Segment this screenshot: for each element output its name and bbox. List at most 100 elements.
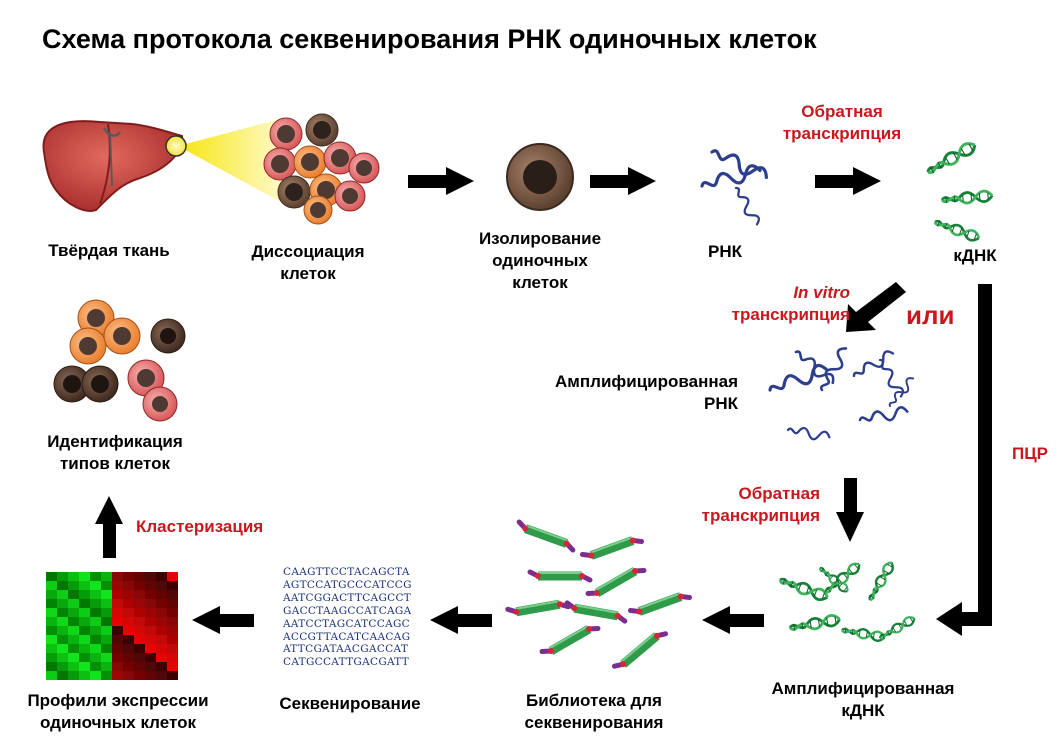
heatmap-cell (112, 644, 123, 653)
heatmap-cell (134, 617, 145, 626)
heatmap-cell (145, 572, 156, 581)
single-cell-icon (506, 143, 574, 211)
heatmap-cell (68, 662, 79, 671)
dissociated-cells-cluster (263, 113, 380, 225)
heatmap-cell (68, 608, 79, 617)
heatmap-cell (79, 635, 90, 644)
heatmap-cell (90, 572, 101, 581)
heatmap-cell (79, 644, 90, 653)
heatmap-cell (101, 653, 112, 662)
heatmap-cell (123, 635, 134, 644)
heatmap-cell (145, 671, 156, 680)
heatmap-cell (57, 644, 68, 653)
heatmap-cell (46, 662, 57, 671)
heatmap-cell (101, 608, 112, 617)
heatmap-cell (112, 599, 123, 608)
heatmap-cell (79, 626, 90, 635)
heatmap-cell (57, 626, 68, 635)
rna-strands-icon (698, 144, 771, 228)
heatmap-cell (134, 608, 145, 617)
heatmap-cell (112, 572, 123, 581)
heatmap-cell (57, 635, 68, 644)
heatmap-cell (167, 608, 178, 617)
heatmap-cell (134, 590, 145, 599)
heatmap-cell (101, 671, 112, 680)
heatmap-cell (156, 590, 167, 599)
heatmap-cell (134, 572, 145, 581)
heatmap-cell (90, 662, 101, 671)
heatmap-cell (57, 671, 68, 680)
heatmap-cell (123, 662, 134, 671)
sequence-reads-block: CAAGTTCCTACAGCTA AGTCCATGCCCATCCG AATCGG… (283, 566, 412, 669)
heatmap-cell (101, 626, 112, 635)
heatmap-cell (101, 617, 112, 626)
arrow-dissociation-to-isolation (408, 167, 474, 195)
heatmap-cell (167, 590, 178, 599)
label-clustering: Кластеризация (136, 517, 264, 536)
heatmap-cell (90, 608, 101, 617)
heatmap-cell (167, 572, 178, 581)
sequence-line: AATCCTAGCATCCAGC (283, 617, 410, 630)
sequence-line: AGTCCATGCCCATCCG (283, 578, 412, 591)
amplified-rna-strands-icon (766, 344, 918, 444)
heatmap-cell (145, 581, 156, 590)
heatmap-cell (46, 590, 57, 599)
heatmap-cell (134, 626, 145, 635)
label-solid-tissue: Твёрдая ткань (48, 241, 170, 260)
heatmap-cell (123, 617, 134, 626)
page-title: Схема протокола секвенирования РНК одино… (42, 24, 817, 54)
arrows (95, 167, 992, 636)
heatmap-cell (101, 599, 112, 608)
heatmap-cell (79, 653, 90, 662)
heatmap-cell (101, 644, 112, 653)
heatmap-cell (57, 608, 68, 617)
heatmap-cell (57, 653, 68, 662)
heatmap-cell (90, 671, 101, 680)
heatmap-cell (145, 626, 156, 635)
heatmap-cell (79, 671, 90, 680)
heatmap-cell (156, 572, 167, 581)
heatmap-cell (167, 644, 178, 653)
sequence-line: AATCGGACTTCAGCCT (283, 591, 412, 604)
heatmap-cell (90, 581, 101, 590)
heatmap-cell (112, 662, 123, 671)
heatmap-cell (112, 581, 123, 590)
heatmap-cell (167, 635, 178, 644)
heatmap-cell (68, 581, 79, 590)
heatmap-cell (145, 617, 156, 626)
arrow-cdna-to-amplified-rna (846, 282, 906, 332)
heatmap-cell (156, 608, 167, 617)
magnifier-beam (165, 118, 292, 208)
heatmap-cell (79, 608, 90, 617)
sequence-line: ATTCGATAACGACCAT (283, 643, 409, 656)
heatmap-cell (123, 653, 134, 662)
heatmap-cell (101, 581, 112, 590)
heatmap-cell (101, 635, 112, 644)
heatmap-cell (79, 581, 90, 590)
heatmap-cell (134, 599, 145, 608)
heatmap-cell (145, 662, 156, 671)
heatmap-cell (90, 635, 101, 644)
heatmap-cell (145, 599, 156, 608)
heatmap-cell (68, 635, 79, 644)
heatmap-cell (46, 599, 57, 608)
heatmap-cell (101, 662, 112, 671)
library-fragments-icon (508, 522, 690, 672)
heatmap-cell (167, 626, 178, 635)
heatmap-cell (145, 590, 156, 599)
heatmap-cell (79, 617, 90, 626)
heatmap-cell (112, 653, 123, 662)
heatmap-cell (145, 653, 156, 662)
heatmap-cell (123, 599, 134, 608)
heatmap-cell (112, 671, 123, 680)
label-or: или (906, 300, 955, 330)
heatmap-cell (101, 572, 112, 581)
heatmap-cell (156, 626, 167, 635)
heatmap-cell (123, 608, 134, 617)
heatmap-cell (79, 599, 90, 608)
